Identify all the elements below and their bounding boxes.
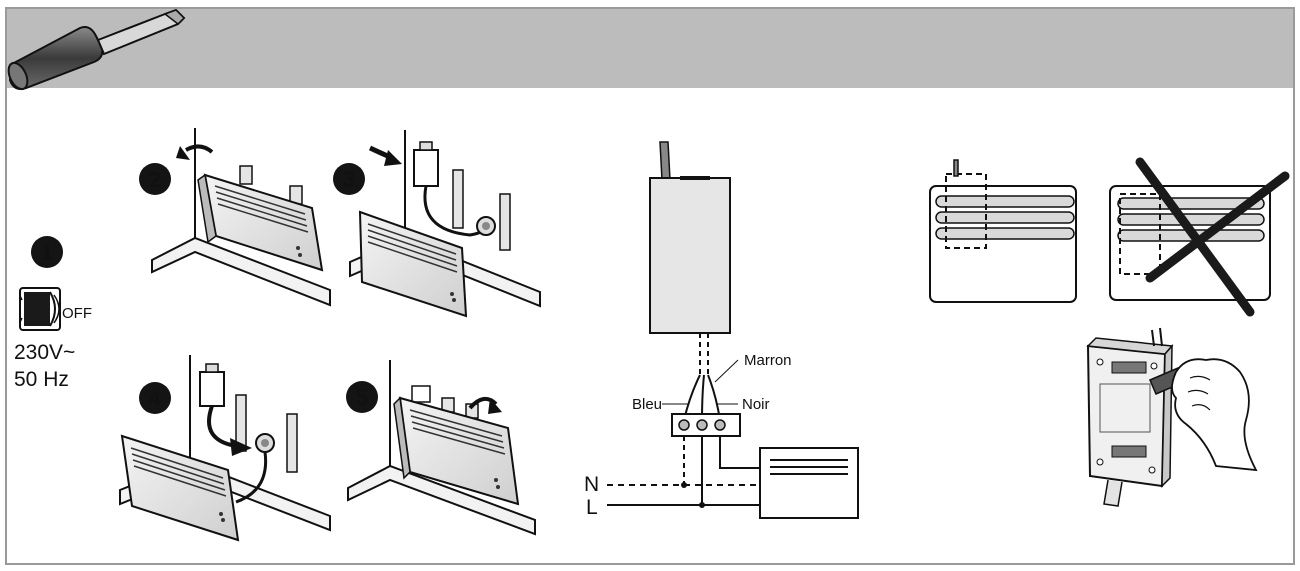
step-3-badge: 3 bbox=[333, 163, 365, 195]
wire-brown-label: Marron bbox=[744, 352, 792, 369]
step-5-badge: 5 bbox=[346, 381, 378, 413]
step-5-number: 5 bbox=[356, 385, 368, 410]
step-5-illustration bbox=[347, 360, 536, 536]
receiver-module bbox=[649, 141, 731, 334]
screwdriver-icon bbox=[7, 8, 186, 91]
heater-box bbox=[759, 447, 859, 519]
frequency-label: 50 Hz bbox=[14, 368, 69, 391]
step-4-illustration bbox=[119, 355, 331, 542]
voltage-label: 230V~ bbox=[14, 341, 75, 364]
live-junction bbox=[699, 502, 705, 508]
step-2-number: 2 bbox=[149, 167, 161, 192]
step-1-badge: 1 bbox=[31, 236, 63, 268]
wire-blue-label: Bleu bbox=[632, 396, 662, 413]
hand-icon bbox=[1149, 358, 1258, 472]
power-switch-icon bbox=[19, 287, 61, 331]
neutral-label: N bbox=[584, 473, 599, 496]
step-3-number: 3 bbox=[343, 167, 355, 192]
correct-placement bbox=[929, 159, 1077, 303]
step-4-number: 4 bbox=[149, 386, 162, 411]
step-2-illustration bbox=[151, 128, 331, 307]
step-3-illustration bbox=[349, 130, 541, 318]
cross-icon bbox=[1135, 157, 1255, 317]
neutral-junction bbox=[681, 482, 687, 488]
terminal-block bbox=[671, 413, 741, 437]
wire-black-label: Noir bbox=[742, 396, 770, 413]
live-label: L bbox=[586, 496, 598, 519]
header-band bbox=[7, 9, 1293, 88]
supply-lines bbox=[607, 436, 760, 506]
step-4-badge: 4 bbox=[139, 382, 171, 414]
step-1-number: 1 bbox=[41, 240, 53, 265]
step-2-badge: 2 bbox=[139, 163, 171, 195]
incorrect-placement bbox=[1109, 157, 1290, 317]
switch-off-label: OFF bbox=[62, 305, 92, 322]
